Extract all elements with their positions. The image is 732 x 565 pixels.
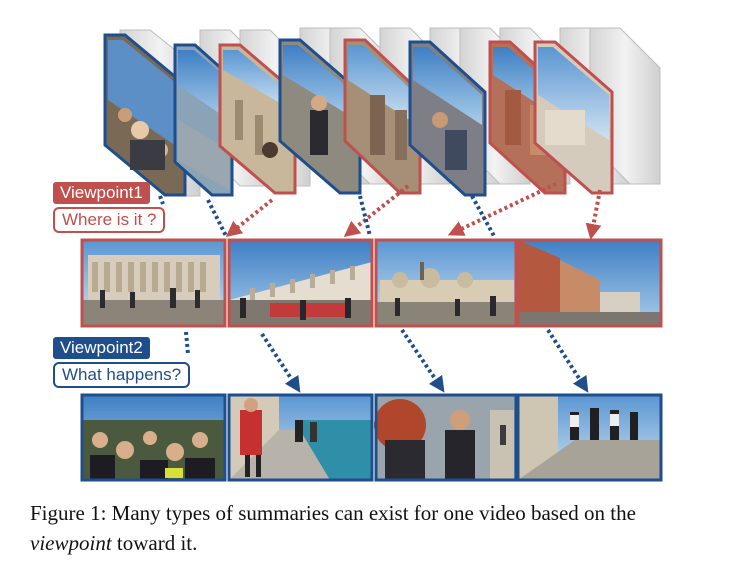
stack-frame-6 bbox=[408, 40, 487, 197]
stack-frame-5 bbox=[343, 38, 422, 195]
stack-frame-1 bbox=[103, 33, 187, 197]
viewpoint1-question: Where is it ? bbox=[53, 207, 166, 233]
summary2-frame-1 bbox=[82, 395, 225, 480]
figure-illustration bbox=[80, 27, 663, 482]
viewpoint2-arrows bbox=[184, 328, 589, 393]
viewpoint2-connectors-top bbox=[158, 195, 496, 237]
summary1-frame-1 bbox=[82, 240, 225, 326]
stack-frame-4 bbox=[278, 38, 362, 195]
summary1-frame-3 bbox=[376, 240, 516, 326]
summary1-frame-2 bbox=[229, 240, 372, 326]
summary2-frame-3 bbox=[374, 395, 516, 480]
viewpoint1-tag: Viewpoint1 bbox=[53, 182, 150, 204]
figure-caption: Figure 1: Many types of summaries can ex… bbox=[30, 498, 710, 558]
stack-frame-8 bbox=[533, 40, 614, 195]
summary2-frame-4 bbox=[518, 395, 661, 480]
viewpoint2-tag: Viewpoint2 bbox=[53, 337, 150, 359]
viewpoint1-summary bbox=[80, 238, 663, 328]
stack-frame-3 bbox=[218, 43, 297, 195]
viewpoint2-summary bbox=[80, 393, 663, 482]
summary1-frame-4 bbox=[518, 240, 661, 326]
caption-label: Figure 1: bbox=[30, 501, 107, 525]
viewpoint1-arrows bbox=[225, 182, 602, 240]
viewpoint2-question: What happens? bbox=[53, 362, 191, 388]
summary2-frame-2 bbox=[229, 395, 372, 480]
video-frame-stack bbox=[103, 27, 661, 197]
caption-text-end: toward it. bbox=[116, 531, 198, 555]
stack-frame-2 bbox=[173, 43, 234, 197]
caption-emphasis: viewpoint bbox=[30, 531, 112, 555]
caption-text: Many types of summaries can exist for on… bbox=[111, 501, 636, 525]
